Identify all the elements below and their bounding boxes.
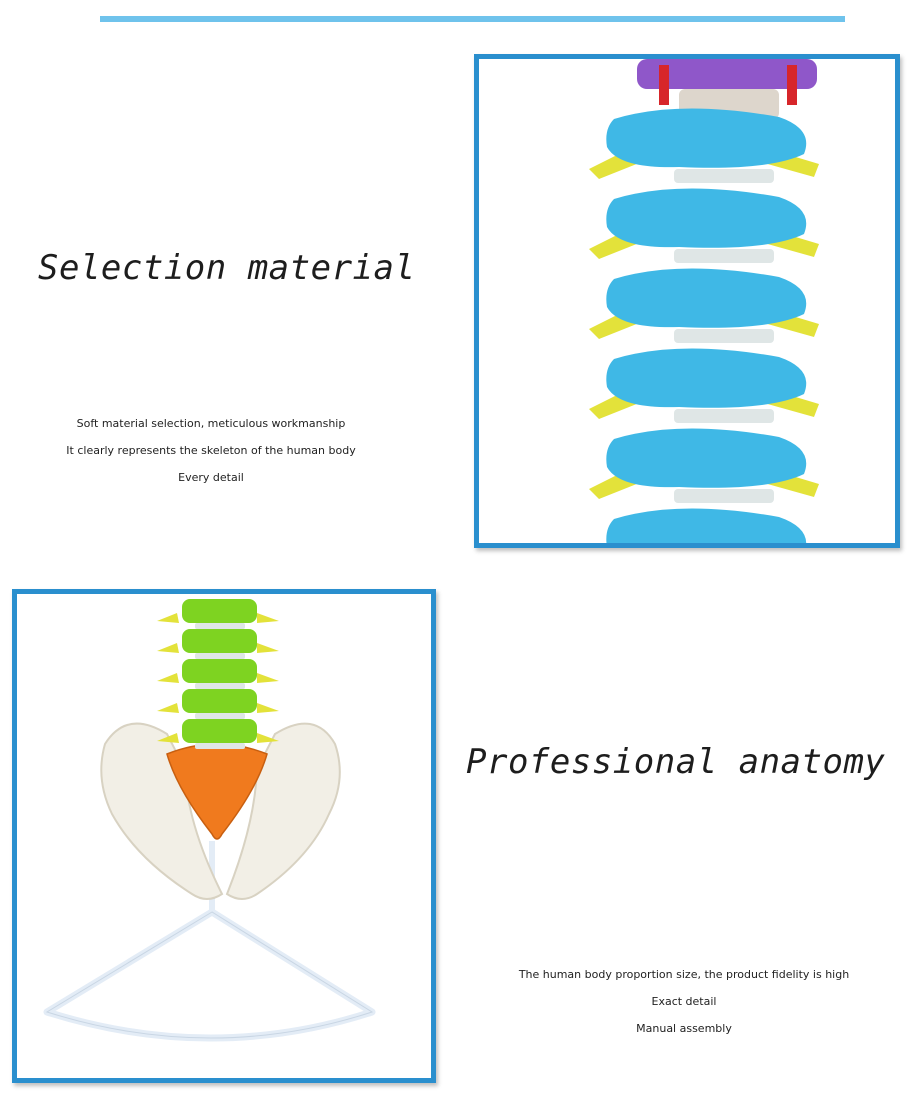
cervical-vertebrae-illustration	[479, 59, 895, 543]
pelvis-stand-illustration	[17, 594, 431, 1078]
section-1-line-2: It clearly represents the skeleton of th…	[66, 444, 356, 457]
section-2-line-2: Exact detail	[651, 995, 717, 1008]
section-1-heading: Selection material	[38, 248, 416, 288]
section-1-description: Soft material selection, meticulous work…	[30, 415, 392, 496]
pelvis-model-image	[12, 589, 436, 1083]
section-2-line-1: The human body proportion size, the prod…	[518, 968, 850, 981]
section-2-line-3: Manual assembly	[636, 1022, 732, 1035]
spine-closeup-image	[474, 54, 900, 548]
top-accent-bar	[100, 16, 845, 22]
section-1-line-1: Soft material selection, meticulous work…	[76, 417, 346, 430]
section-2-description: The human body proportion size, the prod…	[470, 966, 898, 1047]
section-2-heading: Professional anatomy	[466, 742, 886, 782]
section-1-line-3: Every detail	[178, 471, 244, 484]
